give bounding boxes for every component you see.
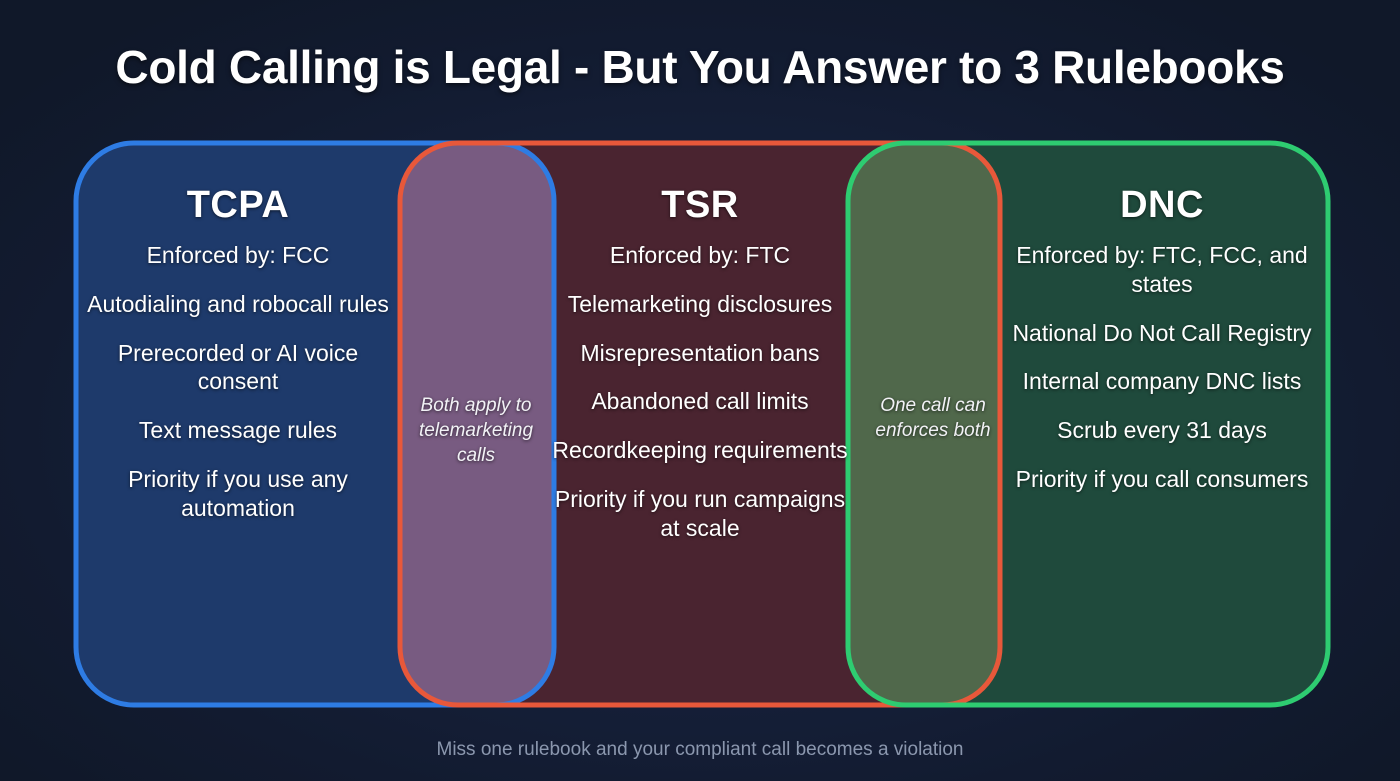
dnc-heading: DNC — [1120, 184, 1204, 226]
tsr-heading: TSR — [661, 184, 739, 226]
tcpa-heading: TCPA — [186, 184, 290, 226]
tsr-item-1: Enforced by: FTC — [609, 242, 791, 268]
tsr-item-5: Recordkeeping requirements — [552, 437, 848, 463]
dnc-item-3: Internal company DNC lists — [1022, 368, 1302, 395]
tcpa-circle-outline — [73, 140, 557, 708]
tsr-column: TSR Enforced by: FTC Telemarketing discl… — [548, 184, 852, 562]
overlap-label-tcpa-tsr: Both apply to telemarketing calls — [418, 395, 534, 467]
page-title: Cold Calling is Legal - But You Answer t… — [115, 41, 1285, 93]
dnc-item-4: Scrub every 31 days — [1057, 417, 1267, 443]
tcpa-item-4: Text message rules — [138, 417, 338, 443]
tsr-item-3: Misrepresentation bans — [580, 339, 820, 366]
tsr-circle-outline — [397, 140, 1003, 708]
dnc-column: DNC Enforced by: FTC, FCC, and states Na… — [1010, 184, 1314, 514]
tcpa-item-2: Autodialing and robocall rules — [87, 290, 389, 317]
footer-caption: Miss one rulebook and your compliant cal… — [436, 739, 964, 760]
tsr-item-4: Abandoned call limits — [591, 388, 809, 415]
dnc-item-2: National Do Not Call Registry — [1012, 319, 1312, 346]
dnc-item-5: Priority if you call consumers — [1015, 465, 1309, 492]
tcpa-item-1: Enforced by: FCC — [146, 242, 330, 268]
tcpa-column: TCPA Enforced by: FCC Autodialing and ro… — [86, 184, 390, 542]
tcpa-item-5: Priority if you use any automation — [128, 465, 348, 521]
tsr-item-6: Priority if you run campaigns at scale — [554, 485, 846, 541]
overlap-label-tsr-dnc: One call can enforces both — [875, 395, 991, 442]
tsr-item-2: Telemarketing disclosures — [567, 290, 833, 317]
overlap-tcpa-tsr-fill — [400, 143, 554, 705]
dnc-circle-outline — [845, 140, 1331, 708]
dnc-item-1: Enforced by: FTC, FCC, and states — [1016, 242, 1308, 297]
tcpa-item-3: Prerecorded or AI voice consent — [117, 339, 359, 395]
